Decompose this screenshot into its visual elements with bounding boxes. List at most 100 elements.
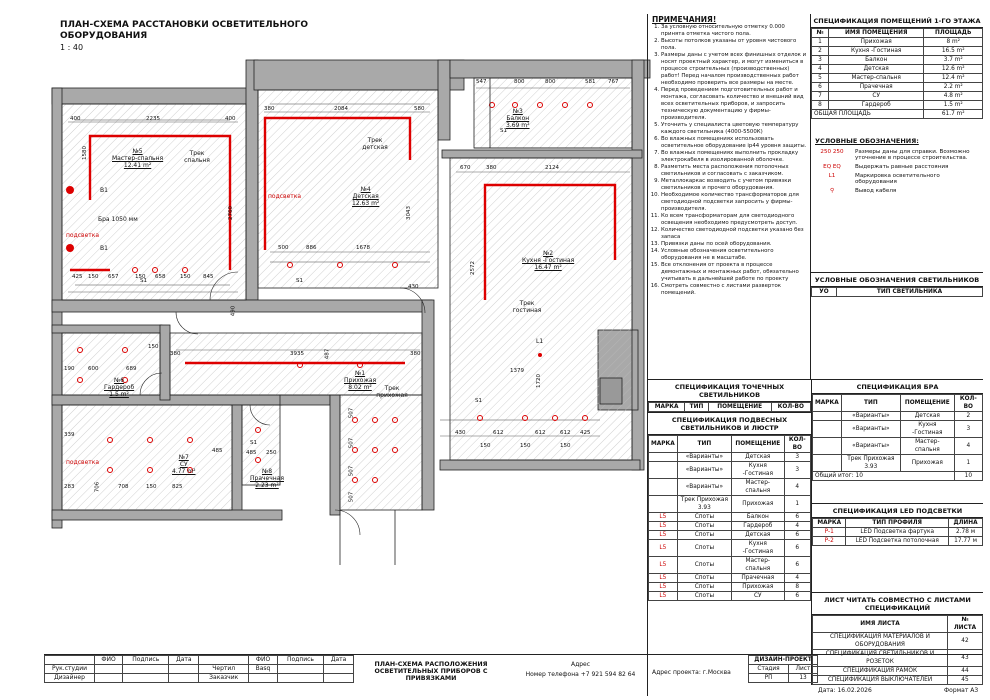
dim: 150 xyxy=(560,443,571,449)
cell: Дата xyxy=(323,655,354,665)
dim: 339 xyxy=(64,432,75,438)
note-item: Ко всем трансформаторам для светодиодног… xyxy=(661,213,807,227)
table-cell: L5 xyxy=(648,556,678,574)
table-cell: Прачечная xyxy=(731,573,785,583)
room-label-kids: №4 Детская 12.63 m² xyxy=(352,186,379,207)
dim: 430 xyxy=(408,284,419,290)
note-item: Размеры даны с учетом всех финишных отде… xyxy=(661,52,807,87)
total-value: 10 xyxy=(953,471,984,481)
col-header: МАРКА xyxy=(647,402,686,412)
track-lines xyxy=(75,103,600,421)
table-cell: 16.5 m² xyxy=(923,46,983,56)
s1-label: S1 xyxy=(140,278,147,284)
cell: ФИО xyxy=(248,655,278,665)
table-cell: LED Подсветка потолочная xyxy=(845,536,950,546)
col-header: ИМЯ ЛИСТА xyxy=(812,615,948,633)
title-block: ФИО Подпись Дата ФИО Подпись Дата Рук.ст… xyxy=(44,654,647,696)
lamp-legend-title: УСЛОВНЫЕ ОБОЗНАЧЕНИЯ СВЕТИЛЬНИКОВ xyxy=(811,272,983,287)
table-cell: Кухня -Гостиная xyxy=(899,420,955,438)
room-label-kitchen: №2 Кухня -Гостиная 16.47 m² xyxy=(522,250,574,271)
room-name: Кухня -Гостиная xyxy=(522,257,575,264)
legend-symbol: ⚲ xyxy=(829,188,835,194)
table-cell: 2 xyxy=(811,46,829,56)
total-label: Общий итог: 10 xyxy=(812,471,955,481)
table-cell: «Варианты» xyxy=(840,420,901,438)
dim: 380 xyxy=(264,106,275,112)
col-header: № xyxy=(811,28,829,38)
table-cell: Споты xyxy=(676,573,733,583)
podsvetka-label: подсветка xyxy=(66,459,100,466)
legend-title: УСЛОВНЫЕ ОБОЗНАЧЕНИЯ: xyxy=(815,137,919,145)
dim: 706 xyxy=(94,481,101,493)
room-no: №7 xyxy=(178,454,189,461)
table-cell: 3 xyxy=(783,452,812,462)
col-header: МАРКА xyxy=(648,435,678,453)
podsvetka-label: подсветка xyxy=(268,193,302,200)
dim: 485 xyxy=(246,450,257,456)
table-cell: LED Подсветка фартука xyxy=(845,527,950,537)
note-item: Металлокаркас возводить с учетом привязк… xyxy=(661,178,807,192)
cell xyxy=(168,664,200,674)
table-cell: P-1 xyxy=(811,527,847,537)
room-no: №2 xyxy=(543,250,554,257)
room-no: №4 xyxy=(360,186,371,193)
table-cell: Споты xyxy=(676,530,733,540)
note-item: Привязки даны по осей оборудования. xyxy=(661,241,807,248)
table-cell: Споты xyxy=(676,582,733,592)
room-label-balcony: №3 Балкон 3.69 m² xyxy=(506,108,530,129)
table-cell: Кухня -Гостиная xyxy=(731,539,785,557)
col-header: КОЛ-ВО xyxy=(770,402,812,412)
date: Дата: 16.02.2026 xyxy=(818,687,872,694)
dim: 708 xyxy=(118,484,129,490)
table-cell: 6 xyxy=(783,512,812,522)
table-cell: 3 xyxy=(783,461,812,479)
dim: 2572 xyxy=(470,261,476,275)
col-header: ПОМЕЩЕНИЕ xyxy=(731,435,785,453)
dim: 800 xyxy=(514,79,525,85)
dim: 190 xyxy=(64,366,75,372)
table-cell: 8 xyxy=(783,582,812,592)
room-no: №3 xyxy=(512,108,523,115)
table-cell: Гардероб xyxy=(827,100,925,110)
col-header: ТИП СВЕТИЛЬНИКА xyxy=(836,287,983,297)
table-cell xyxy=(648,452,678,462)
col-header: ТИП xyxy=(840,394,901,412)
table-cell: Трек Прихожая 3.93 xyxy=(840,454,901,472)
dim: 150 xyxy=(88,274,99,280)
dim: 430 xyxy=(455,430,466,436)
col-header: ПОМЕЩЕНИЕ xyxy=(899,394,955,412)
bra-label: Бра 1050 мм xyxy=(98,216,138,223)
dim: 380 xyxy=(410,351,421,357)
table-cell: Прачечная xyxy=(827,82,925,92)
dim: 2760 xyxy=(228,206,234,220)
cell xyxy=(276,673,325,683)
dim: 612 xyxy=(535,430,546,436)
table-cell: 6 xyxy=(783,591,812,601)
point-spec-title: СПЕЦИФИКАЦИЯ ТОЧЕЧНЫХ СВЕТИЛЬНИКОВ xyxy=(648,380,811,402)
spot-lamps xyxy=(77,102,593,483)
stage-table: ДИЗАЙН-ПРОЕКТ Стадия Лист РП 13 xyxy=(747,655,818,683)
note-item: Перед проведением подготовительных работ… xyxy=(661,87,807,122)
table-cell: 42 xyxy=(947,632,983,650)
sheet-title: ПЛАН-СХЕМА РАСПОЛОЖЕНИЯ ОСВЕТИТЕЛЬНЫХ ПР… xyxy=(374,661,488,682)
legend-text: Выдержать равные расстояния xyxy=(855,164,949,170)
col-header: УО xyxy=(811,287,837,297)
total-label: ОБЩАЯ ПЛОЩАДЬ xyxy=(810,109,925,119)
dim: 507 xyxy=(348,465,355,477)
note-item: Необходимое количество трансформаторов д… xyxy=(661,192,807,213)
room-no: №6 xyxy=(114,377,125,384)
s1-label: S1 xyxy=(475,398,482,404)
note-item: Разметить места расположения потолочных … xyxy=(661,164,807,178)
dim: 886 xyxy=(306,245,317,251)
